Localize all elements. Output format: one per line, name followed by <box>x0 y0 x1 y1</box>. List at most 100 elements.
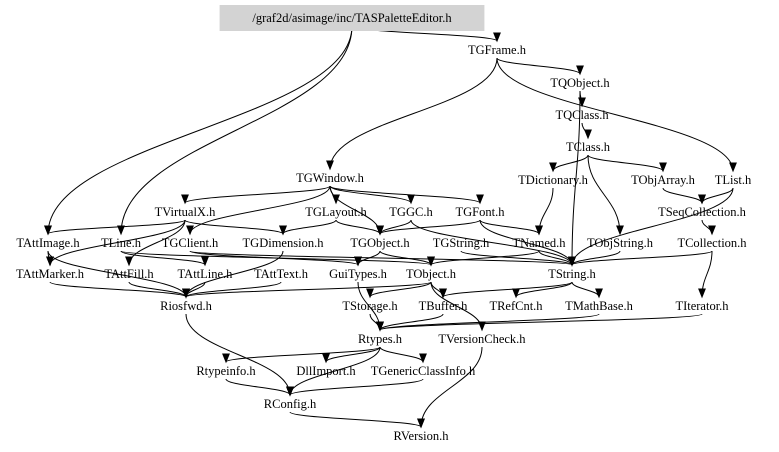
edge-TString-to-TMathBase <box>571 281 603 299</box>
edge-arrowhead <box>366 288 374 299</box>
graph-nodes: /graf2d/asimage/inc/TASPaletteEditor.hTG… <box>16 5 752 443</box>
node-TObject[interactable]: TObject.h <box>406 267 457 281</box>
node-TAttImage[interactable]: TAttImage.h <box>16 236 80 250</box>
node-TSeqCollection[interactable]: TSeqCollection.h <box>658 205 747 219</box>
edge-line <box>120 25 353 235</box>
edge-arrowhead <box>44 225 52 236</box>
edge-TList-to-TSeqCollection <box>698 187 734 205</box>
node-Riosfwd[interactable]: Riosfwd.h <box>160 299 212 313</box>
edge-line <box>189 250 359 266</box>
node-label: TCollection.h <box>677 236 747 250</box>
edge-line <box>410 219 573 266</box>
node-TGFrame[interactable]: TGFrame.h <box>468 43 527 57</box>
node-TAttText[interactable]: TAttText.h <box>254 267 309 281</box>
node-Rtypeinfo[interactable]: Rtypeinfo.h <box>196 364 256 378</box>
edge-line <box>184 219 284 235</box>
edge-line <box>496 57 581 75</box>
edge-arrowhead <box>326 160 334 171</box>
edge-arrowhead <box>535 225 543 236</box>
node-label: TAttText.h <box>254 267 309 281</box>
node-root[interactable]: /graf2d/asimage/inc/TASPaletteEditor.h <box>219 5 485 31</box>
edge-arrowhead <box>322 353 330 364</box>
edge-line <box>430 250 540 266</box>
edge-TCollection-to-TIterator <box>698 250 713 299</box>
node-TLine[interactable]: TLine.h <box>101 236 142 250</box>
node-label: TIterator.h <box>675 299 729 313</box>
node-TVersionCheck[interactable]: TVersionCheck.h <box>438 332 526 346</box>
edge-arrowhead <box>46 256 54 267</box>
edge-Rtypes-to-TGenericClassInfo <box>379 346 427 364</box>
edge-Riosfwd-to-RConfig <box>185 313 294 397</box>
node-Rtypes[interactable]: Rtypes.h <box>358 332 403 346</box>
node-label: TGString.h <box>433 236 490 250</box>
edge-line <box>47 25 353 235</box>
node-TIterator[interactable]: TIterator.h <box>675 299 729 313</box>
node-label: DllImport.h <box>296 364 356 378</box>
node-TVirtualX[interactable]: TVirtualX.h <box>155 205 216 219</box>
edge-line <box>587 154 664 172</box>
node-TAttLine[interactable]: TAttLine.h <box>178 267 234 281</box>
edge-arrowhead <box>117 225 125 236</box>
node-TDictionary[interactable]: TDictionary.h <box>518 173 588 187</box>
edge-line <box>571 250 713 266</box>
node-RVersion[interactable]: RVersion.h <box>394 429 450 443</box>
node-TString[interactable]: TString.h <box>548 267 596 281</box>
edge-TQClass-to-TClass <box>581 122 592 140</box>
edge-TGFrame-to-TList <box>496 57 737 173</box>
edge-RConfig-to-RVersion <box>289 411 425 429</box>
edge-arrowhead <box>279 225 287 236</box>
node-label: TGClient.h <box>162 236 219 250</box>
edge-TGWindow-to-TVirtualX <box>181 185 331 205</box>
edge-arrowhead <box>584 129 592 140</box>
node-TGString[interactable]: TGString.h <box>433 236 490 250</box>
node-TCollection[interactable]: TCollection.h <box>677 236 747 250</box>
node-TQClass[interactable]: TQClass.h <box>555 108 609 122</box>
edge-line <box>379 313 600 331</box>
node-TObjString[interactable]: TObjString.h <box>587 236 654 250</box>
node-label: RVersion.h <box>394 429 450 443</box>
node-TRefCnt[interactable]: TRefCnt.h <box>489 299 543 313</box>
node-TGClient[interactable]: TGClient.h <box>162 236 219 250</box>
node-TObjArray[interactable]: TObjArray.h <box>631 173 696 187</box>
node-TGLayout[interactable]: TGLayout.h <box>305 205 367 219</box>
edge-TAttImage-to-TAttMarker <box>46 250 54 267</box>
node-TNamed[interactable]: TNamed.h <box>512 236 566 250</box>
edge-arrowhead <box>125 256 133 267</box>
node-TGWindow[interactable]: TGWindow.h <box>296 171 365 185</box>
node-GuiTypes[interactable]: GuiTypes.h <box>329 267 388 281</box>
node-TMathBase[interactable]: TMathBase.h <box>565 299 633 313</box>
node-label: Rtypeinfo.h <box>196 364 256 378</box>
node-TBuffer[interactable]: TBuffer.h <box>419 299 468 313</box>
edge-line <box>225 378 291 396</box>
edge-arrowhead <box>476 194 484 205</box>
edge-line <box>479 219 573 266</box>
edge-line <box>379 250 432 266</box>
edge-line <box>662 187 703 204</box>
node-TGDimension[interactable]: TGDimension.h <box>243 236 325 250</box>
edge-TGLayout-to-TGObject <box>335 219 384 236</box>
edge-Rtypes-to-DllImport <box>322 346 381 364</box>
node-RConfig[interactable]: RConfig.h <box>264 397 317 411</box>
node-highlight-box <box>219 5 485 31</box>
node-TAttFill[interactable]: TAttFill.h <box>104 267 154 281</box>
node-TGObject[interactable]: TGObject.h <box>350 236 410 250</box>
node-label: TAttFill.h <box>104 267 154 281</box>
edge-line <box>379 219 481 235</box>
node-TList[interactable]: TList.h <box>715 173 752 187</box>
node-TGGC[interactable]: TGGC.h <box>389 205 433 219</box>
edge-TGenericClassInfo-to-RConfig <box>286 378 424 397</box>
node-TGFont[interactable]: TGFont.h <box>456 205 506 219</box>
node-TQObject[interactable]: TQObject.h <box>550 76 610 90</box>
edge-line <box>515 281 573 298</box>
edge-line <box>496 57 734 172</box>
node-DllImport[interactable]: DllImport.h <box>296 364 356 378</box>
node-TGenericClassInfo[interactable]: TGenericClassInfo.h <box>371 364 476 378</box>
edge-arrowhead <box>549 162 557 173</box>
node-TClass[interactable]: TClass.h <box>566 140 611 154</box>
edge-line <box>184 185 331 204</box>
edge-TGFrame-to-TGWindow <box>326 57 498 171</box>
edge-arrowhead <box>354 256 362 267</box>
node-TAttMarker[interactable]: TAttMarker.h <box>16 267 85 281</box>
edge-TVirtualX-to-TGDimension <box>184 219 287 236</box>
node-TStorage[interactable]: TStorage.h <box>342 299 398 313</box>
